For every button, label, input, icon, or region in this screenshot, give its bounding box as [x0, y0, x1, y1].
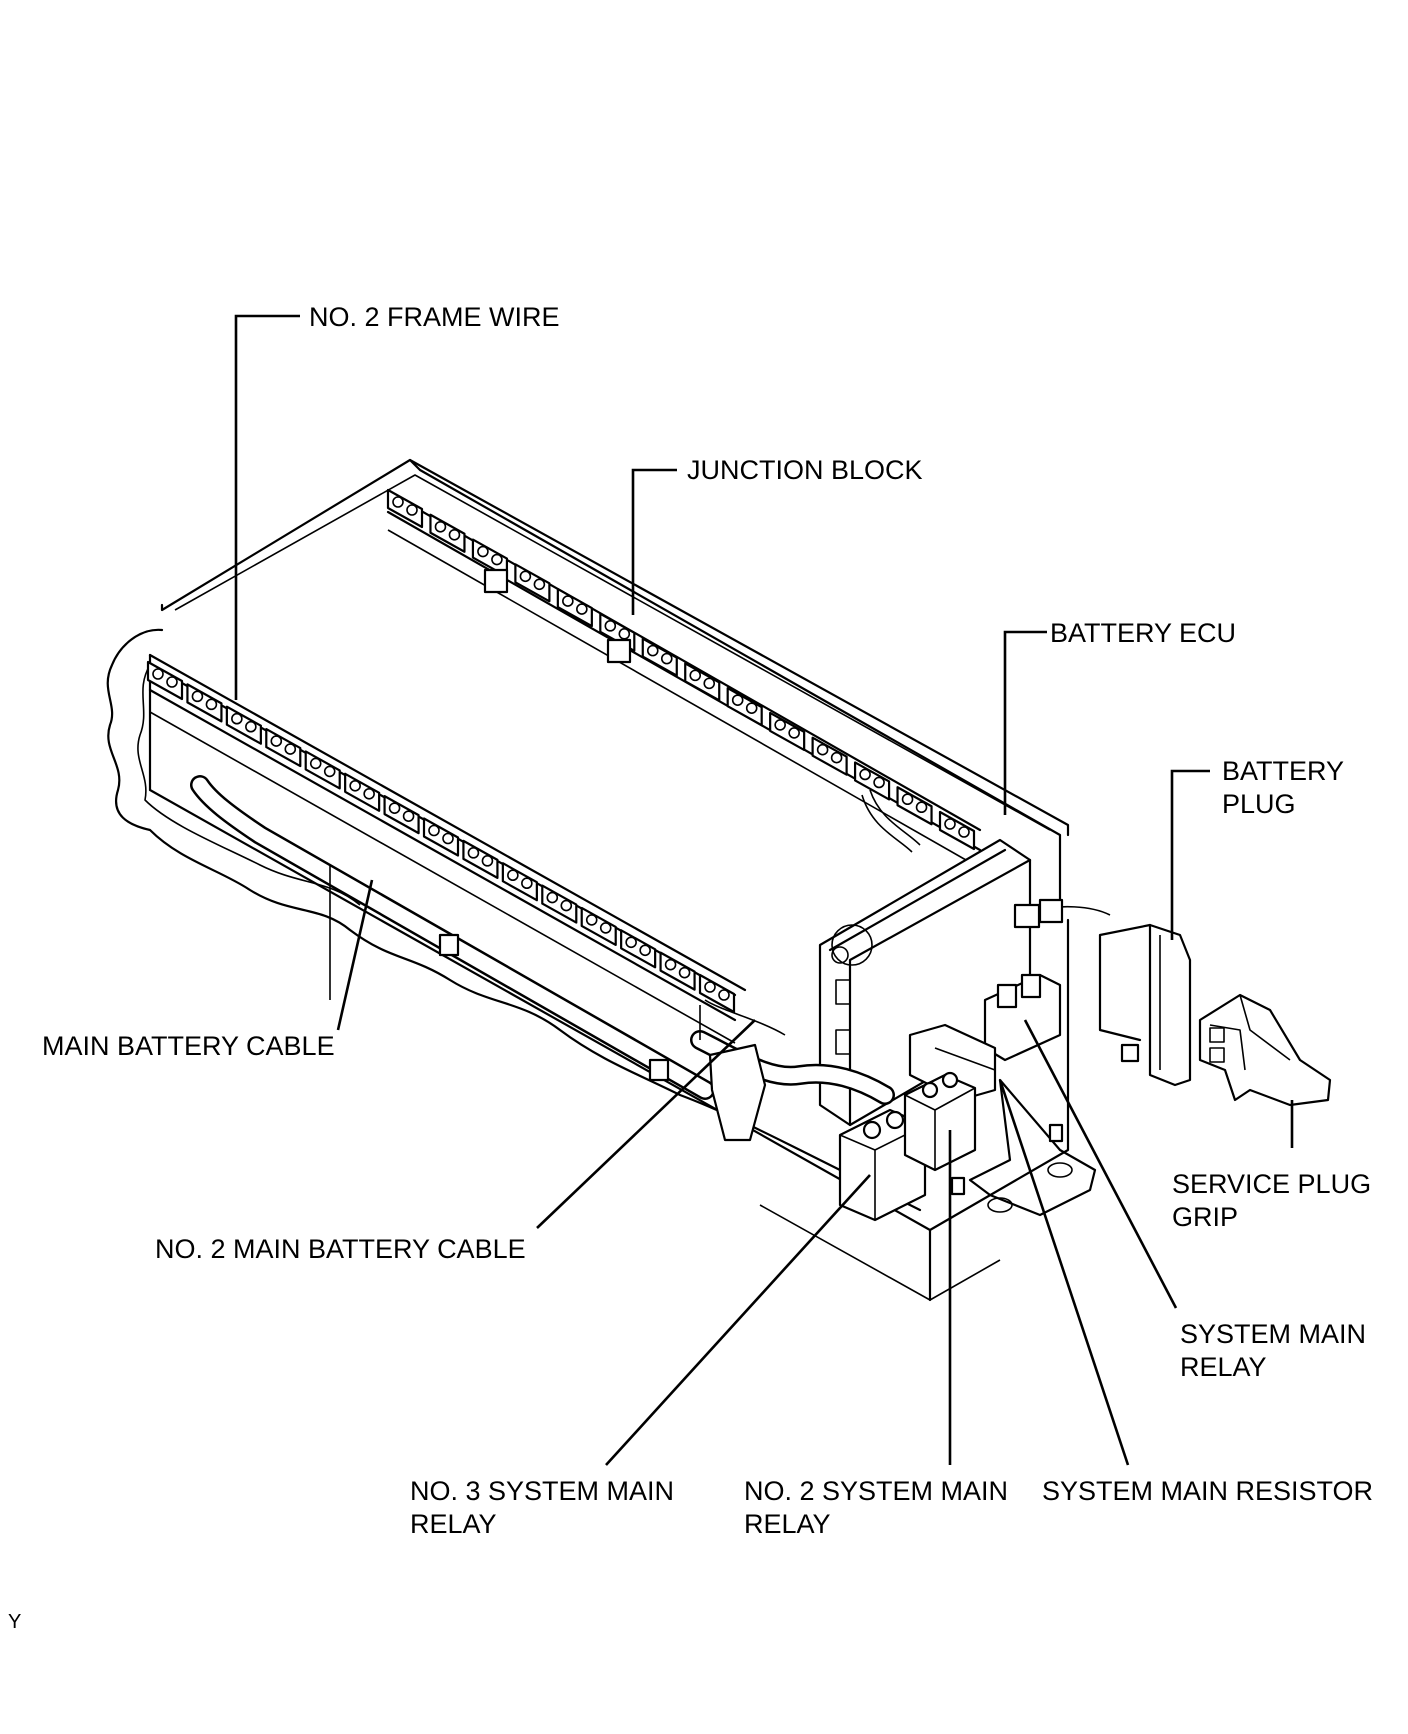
label-no2-main-battery-cable: NO. 2 MAIN BATTERY CABLE	[155, 1234, 526, 1264]
junction-terminal	[938, 810, 976, 851]
junction-terminal	[641, 637, 678, 677]
junction-terminal	[896, 786, 933, 826]
junction-terminal	[514, 563, 551, 603]
bracket-stud-2	[950, 1176, 966, 1196]
battery-front-top-edge	[148, 653, 747, 992]
label-system-main-resistor: SYSTEM MAIN RESISTOR	[1042, 1476, 1373, 1506]
cell-terminal	[422, 817, 460, 857]
junction-terminal	[726, 687, 763, 727]
harness-wire	[861, 789, 921, 853]
junction-terminal	[853, 761, 891, 801]
relay-bracket	[968, 1078, 1097, 1217]
battery-top-edge	[408, 458, 1062, 922]
label-battery-ecu: BATTERY ECU	[1050, 618, 1236, 648]
junction-terminal	[769, 711, 806, 752]
corner-mark: Y	[8, 1611, 21, 1633]
label-no3-system-main-relay-line2: RELAY	[410, 1509, 497, 1539]
service-plug-grip	[1198, 993, 1332, 1107]
cell-terminal	[383, 795, 420, 835]
no2-main-battery-cable	[690, 999, 895, 1142]
junction-terminal	[429, 513, 466, 553]
label-no2-system-main-relay-line2: RELAY	[744, 1509, 831, 1539]
bracket-stud	[1048, 1123, 1064, 1143]
label-battery-plug-line1: BATTERY	[1222, 756, 1344, 786]
main-battery-cable	[190, 775, 715, 1100]
battery-top-inner-edge	[174, 474, 1051, 831]
cell-terminal	[698, 973, 736, 1014]
cell-terminal	[659, 951, 696, 991]
cell-terminal	[462, 839, 499, 879]
no3-system-main-relay	[838, 1108, 927, 1222]
label-no2-system-main-relay-line1: NO. 2 SYSTEM MAIN	[744, 1476, 1008, 1506]
no2-system-main-relay	[903, 1071, 977, 1172]
cell-terminal	[186, 683, 223, 723]
label-battery-plug-line2: PLUG	[1222, 789, 1296, 819]
junction-block	[386, 488, 982, 869]
label-no2-frame-wire: NO. 2 FRAME WIRE	[309, 302, 560, 332]
cell-terminal	[541, 884, 578, 924]
label-main-battery-cable: MAIN BATTERY CABLE	[42, 1031, 335, 1061]
label-service-plug-grip-line1: SERVICE PLUG	[1172, 1169, 1371, 1199]
label-no3-system-main-relay-line1: NO. 3 SYSTEM MAIN	[410, 1476, 674, 1506]
bracket-hole	[1047, 1162, 1073, 1178]
battery-plug	[1013, 898, 1192, 1087]
junction-terminal	[811, 736, 848, 776]
junction-terminal	[386, 488, 424, 529]
bracket-hole-2	[987, 1197, 1013, 1213]
cell-terminal	[501, 862, 538, 902]
label-service-plug-grip-line2: GRIP	[1172, 1202, 1238, 1232]
system-main-relay	[983, 973, 1062, 1062]
cell-terminal	[146, 660, 184, 701]
label-system-main-relay-line1: SYSTEM MAIN	[1180, 1319, 1366, 1349]
cell-terminal	[265, 727, 302, 768]
junction-terminal	[684, 662, 721, 702]
battery-bottom-edge	[759, 1204, 1001, 1301]
leader-lines	[234, 314, 1294, 1466]
junction-terminal	[556, 587, 593, 628]
cell-terminal	[580, 906, 617, 947]
cell-terminal	[304, 750, 341, 790]
cell-terminal	[620, 929, 657, 969]
cell-terminal	[344, 772, 381, 812]
tray-inner-outline	[137, 664, 361, 906]
label-junction-block: JUNCTION BLOCK	[687, 455, 923, 485]
front-terminal-row	[146, 660, 737, 1044]
label-system-main-relay-line2: RELAY	[1180, 1352, 1267, 1382]
cell-terminal	[225, 705, 262, 745]
